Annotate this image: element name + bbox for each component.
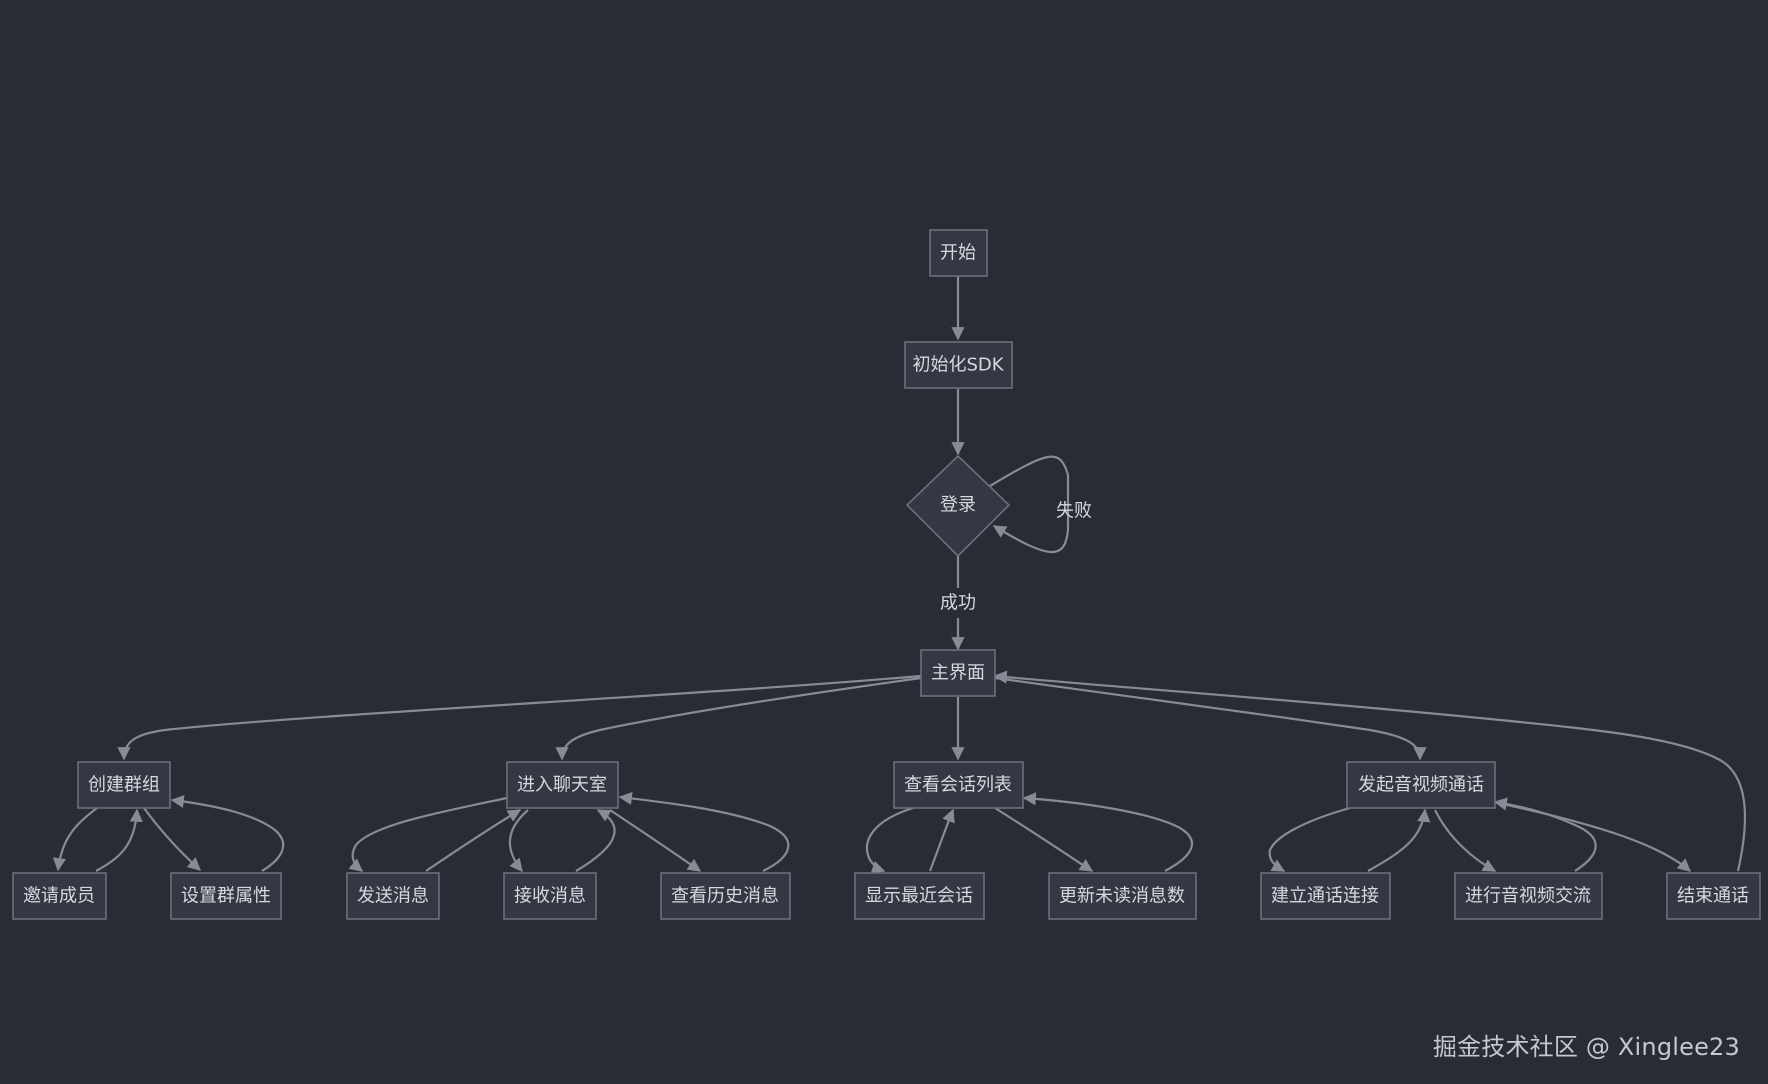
edge-unread-to-sessions bbox=[1022, 792, 1193, 872]
edge-sessions-to-unread bbox=[994, 807, 1094, 872]
node-view-history-label: 查看历史消息 bbox=[671, 886, 779, 907]
edge-main-to-create-group bbox=[117, 674, 922, 761]
node-invite-members-label: 邀请成员 bbox=[23, 886, 95, 907]
node-create-group-label: 创建群组 bbox=[88, 775, 160, 796]
node-enter-chatroom[interactable]: 进入聊天室 bbox=[506, 761, 619, 809]
node-receive-message-label: 接收消息 bbox=[514, 886, 586, 907]
edge-chatroom-to-history bbox=[609, 809, 702, 872]
node-enter-chatroom-label: 进入聊天室 bbox=[517, 775, 607, 796]
edge-endcall-to-main bbox=[993, 670, 1746, 872]
node-start-label: 开始 bbox=[940, 243, 976, 264]
edge-receive-to-chatroom bbox=[575, 809, 616, 872]
edge-invite-to-create bbox=[95, 808, 143, 872]
edge-chatroom-to-send bbox=[348, 796, 508, 872]
node-view-sessions-label: 查看会话列表 bbox=[904, 775, 1012, 796]
edge-login-fail-loop bbox=[989, 455, 1070, 554]
node-set-group-attrs[interactable]: 设置群属性 bbox=[170, 872, 282, 920]
edge-label-fail: 失败 bbox=[1056, 501, 1092, 522]
node-create-group[interactable]: 创建群组 bbox=[77, 761, 171, 809]
edge-main-to-call bbox=[994, 676, 1427, 761]
edge-recent-to-sessions bbox=[928, 808, 955, 872]
node-receive-message[interactable]: 接收消息 bbox=[503, 872, 597, 920]
node-end-call[interactable]: 结束通话 bbox=[1666, 872, 1761, 920]
node-invite-members[interactable]: 邀请成员 bbox=[12, 872, 107, 920]
node-view-sessions[interactable]: 查看会话列表 bbox=[893, 761, 1024, 809]
node-start-call-label: 发起音视频通话 bbox=[1358, 775, 1484, 796]
nodes: 开始 初始化SDK 登录 主界面 创建群组 进入聊天室 查看会 bbox=[12, 229, 1761, 920]
edge-labels: 失败 成功 bbox=[940, 501, 1092, 614]
node-establish-connection[interactable]: 建立通话连接 bbox=[1260, 872, 1391, 920]
edge-label-success: 成功 bbox=[940, 593, 976, 614]
node-set-group-attrs-label: 设置群属性 bbox=[181, 886, 271, 907]
node-send-message-label: 发送消息 bbox=[357, 886, 429, 907]
node-end-call-label: 结束通话 bbox=[1677, 886, 1749, 907]
node-init-sdk-label: 初始化SDK bbox=[912, 355, 1004, 376]
edge-attrs-to-create bbox=[170, 794, 285, 872]
node-start[interactable]: 开始 bbox=[929, 229, 988, 277]
node-login[interactable]: 登录 bbox=[905, 454, 1011, 558]
node-show-recent-label: 显示最近会话 bbox=[865, 886, 973, 907]
node-login-label: 登录 bbox=[940, 495, 976, 516]
edge-main-to-chatroom bbox=[555, 676, 922, 761]
edge-call-to-endcall bbox=[1497, 801, 1691, 872]
node-init-sdk[interactable]: 初始化SDK bbox=[904, 341, 1013, 389]
node-establish-connection-label: 建立通话连接 bbox=[1271, 886, 1379, 907]
edge-sessions-to-recent bbox=[865, 806, 914, 874]
watermark: 掘金技术社区 @ Xinglee23 bbox=[1432, 1033, 1740, 1061]
edge-create-to-attrs bbox=[143, 807, 201, 871]
edges bbox=[52, 276, 1746, 874]
node-av-exchange[interactable]: 进行音视频交流 bbox=[1454, 872, 1603, 920]
edge-exchange-to-call bbox=[1493, 797, 1597, 872]
node-av-exchange-label: 进行音视频交流 bbox=[1465, 886, 1591, 907]
edge-call-to-exchange bbox=[1434, 809, 1497, 872]
node-show-recent[interactable]: 显示最近会话 bbox=[854, 872, 985, 920]
edge-establish-to-call bbox=[1367, 808, 1431, 872]
edge-send-to-chatroom bbox=[425, 809, 522, 872]
edge-history-to-chatroom bbox=[618, 791, 790, 872]
node-start-call[interactable]: 发起音视频通话 bbox=[1346, 761, 1496, 809]
node-main[interactable]: 主界面 bbox=[920, 649, 996, 697]
edge-call-to-establish bbox=[1268, 806, 1351, 872]
edge-create-to-invite bbox=[52, 807, 98, 872]
edge-chatroom-to-receive bbox=[508, 809, 529, 873]
node-update-unread[interactable]: 更新未读消息数 bbox=[1048, 872, 1197, 920]
node-update-unread-label: 更新未读消息数 bbox=[1059, 886, 1185, 907]
node-main-label: 主界面 bbox=[931, 663, 985, 684]
node-view-history[interactable]: 查看历史消息 bbox=[660, 872, 791, 920]
node-send-message[interactable]: 发送消息 bbox=[346, 872, 440, 920]
